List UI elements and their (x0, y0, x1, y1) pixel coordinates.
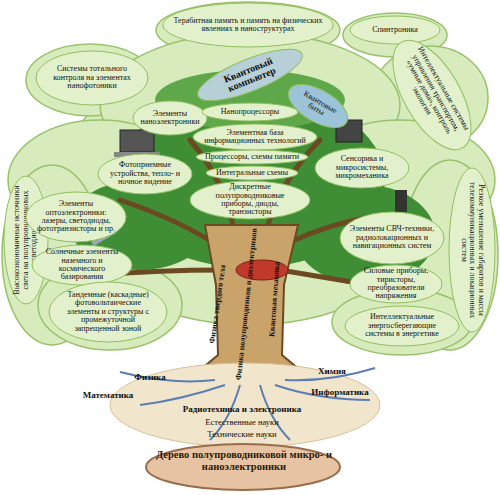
leaf-outline (350, 16, 440, 44)
leaf-text: Интегральные схемы (216, 169, 288, 177)
leaf-text: Тандемные (каскадные) фотовольтаические … (58, 291, 158, 333)
leaf-text: Резкое уменьшение габаритов и массы теле… (459, 177, 484, 323)
leaf-box: Дискретные полупроводниковые приборы, ди… (190, 181, 310, 219)
leaf-box: Сенсорика и микросистемы, микромеханика (315, 148, 409, 188)
leaf-text: Интеллектуальные энергосберегающие систе… (354, 313, 450, 338)
leaf-text: Элементная база информационных технологи… (202, 129, 308, 146)
root-ground (110, 363, 380, 447)
leaf-outline (32, 245, 132, 285)
leaf-text: Терабитная память и память на физических… (172, 17, 324, 34)
leaf-outline (345, 306, 459, 346)
leaf-text: Элементы СВЧ-техники, радиолокационных и… (349, 225, 435, 250)
leaf-text: Элементы наноэлектроники (140, 110, 199, 127)
leaf-box: Системы тотального контроля на элементах… (36, 51, 148, 105)
leaf-text: Дискретные полупроводниковые приборы, ди… (199, 183, 301, 217)
leaf-outline (190, 181, 310, 219)
leaf-box: Фотоприемные устройства, тепло- и ночное… (98, 154, 192, 194)
leaf-text: Процессоры, схемы памяти (205, 153, 299, 161)
roots (120, 368, 375, 440)
leaf-box: Элементы оптоэлектроники: лазеры, светод… (26, 192, 126, 242)
root-label: Естественные науки (172, 418, 312, 427)
phone (395, 190, 407, 212)
leaf-box: Тандемные (каскадные) фотовольтаические … (49, 282, 167, 342)
leaf-outline (449, 168, 495, 332)
leaf-outline (193, 124, 317, 150)
root-label: Радиотехника и электроника (157, 405, 327, 414)
leaf-text: Силовые приборы, тиристоры, преобразоват… (359, 267, 433, 301)
root-label: Технические науки (172, 430, 312, 439)
leaf-outline (206, 166, 298, 180)
leaf-outline (98, 154, 192, 194)
leaf-outline (340, 212, 444, 264)
leaf-text: Элементы оптоэлектроники: лазеры, светод… (35, 200, 117, 234)
leaf-outline (49, 282, 167, 342)
leaf-box: Спинтроника (350, 16, 440, 44)
root-label: Химия (302, 367, 362, 376)
leaf-box: Процессоры, схемы памяти (196, 150, 308, 164)
leaf-box: Элементы наноэлектроники (133, 101, 207, 135)
leaf-text: Высокоэкономичные источники света на пол… (13, 185, 38, 295)
leaf-text: Спинтроника (372, 26, 418, 34)
leaf-outline (315, 148, 409, 188)
leaf-box: Терабитная память и память на физических… (163, 3, 333, 47)
leaf-box: Резкое уменьшение габаритов и массы теле… (449, 168, 495, 332)
leaf-outline (377, 28, 486, 162)
leaf-box: Интегральные схемы (206, 166, 298, 180)
leaf-outline (133, 101, 207, 135)
leaf-text: Сенсорика и микросистемы, микромеханика (324, 155, 400, 180)
title-oval (146, 444, 340, 490)
leaf-text: Системы тотального контроля на элементах… (45, 65, 139, 90)
leaf-outline (26, 192, 126, 242)
leaf-box: Солнечные элементы наземного и космическ… (32, 245, 132, 285)
leaf-text: Фотоприемные устройства, тепло- и ночное… (107, 161, 183, 186)
trunk (182, 225, 318, 385)
root-label: Математика (68, 391, 148, 400)
leaf-outline (163, 3, 333, 47)
leaf-box: Силовые приборы, тиристоры, преобразоват… (350, 265, 442, 303)
leaf-outline (202, 103, 298, 121)
leaf-outline (4, 176, 48, 304)
leaf-outline (350, 265, 442, 303)
leaf-outline (196, 150, 308, 164)
laptop-screen (120, 130, 154, 152)
leaf-outline (36, 51, 148, 105)
diagram-title: Дерево полупроводниковой микро- и наноэл… (152, 449, 336, 473)
leaf-box: Нанопроцессоры (202, 103, 298, 121)
leaf-box: Элементы СВЧ-техники, радиолокационных и… (340, 212, 444, 264)
leaf-box: Высокоэкономичные источники света на пол… (4, 176, 48, 304)
leaf-text: Солнечные элементы наземного и космическ… (41, 248, 123, 282)
leaf-text: Нанопроцессоры (221, 108, 279, 116)
root-label: Физика (120, 373, 180, 382)
leaf-box: Интеллектуальные энергосберегающие систе… (345, 306, 459, 346)
root-label: Информатика (300, 388, 380, 397)
leaf-box: Элементная база информационных технологи… (193, 124, 317, 150)
